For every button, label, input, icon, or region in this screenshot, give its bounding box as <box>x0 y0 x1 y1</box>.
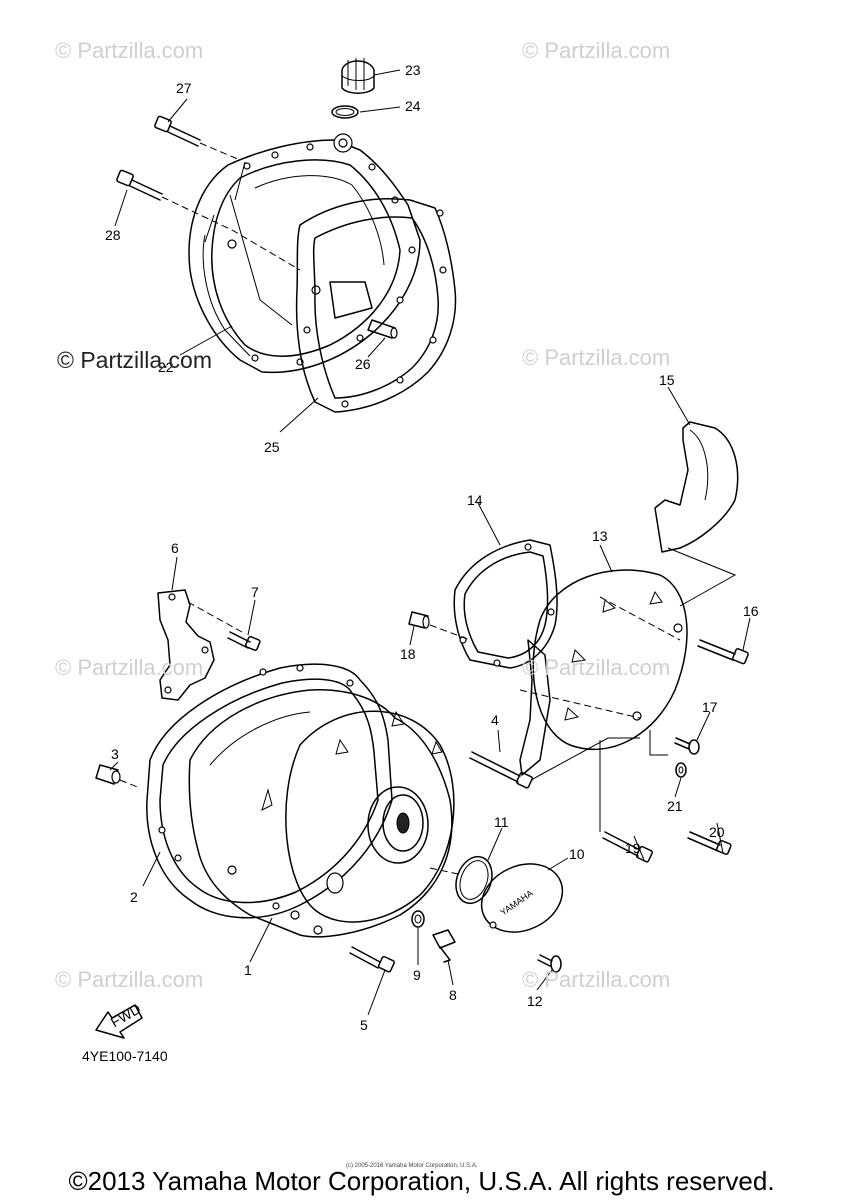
callout-16: 16 <box>743 603 759 619</box>
callout-1: 1 <box>244 962 252 978</box>
callout-18: 18 <box>400 646 416 662</box>
bolt-16 <box>697 639 749 665</box>
part-housing-22 <box>188 133 421 374</box>
callout-27: 27 <box>176 80 192 96</box>
callout-7: 7 <box>251 584 259 600</box>
washer-21 <box>675 762 687 778</box>
bolt-4 <box>469 737 640 789</box>
tiny-copyright: (c) 2005-2016 Yamaha Motor Corporation, … <box>346 1163 478 1169</box>
callout-5: 5 <box>360 1017 368 1033</box>
cover-13 <box>519 569 688 776</box>
callout-8: 8 <box>449 987 457 1003</box>
bolt-17 <box>649 730 700 756</box>
dowel-26 <box>367 319 398 339</box>
leader-lines <box>109 69 751 1016</box>
gasket-2 <box>146 663 393 919</box>
callout-4: 4 <box>491 712 499 728</box>
callout-21: 21 <box>667 798 683 814</box>
callout-13: 13 <box>592 528 608 544</box>
bolt-19 <box>599 740 653 863</box>
bolt-7 <box>227 631 261 651</box>
watermark: © Partzilla.com <box>522 345 671 370</box>
crankcase-cover-1 <box>188 689 455 938</box>
plug-23 <box>341 58 375 94</box>
diagram-code: 4YE100-7140 <box>82 1048 168 1064</box>
callout-25: 25 <box>264 439 280 455</box>
callout-23: 23 <box>405 62 421 78</box>
callout-19: 19 <box>625 840 641 856</box>
callout-9: 9 <box>413 967 421 983</box>
footer-copyright: ©2013 Yamaha Motor Corporation, U.S.A. A… <box>68 1166 775 1196</box>
callout-17: 17 <box>702 699 718 715</box>
guard-15 <box>654 421 739 607</box>
callout-15: 15 <box>659 372 675 388</box>
screw-12 <box>537 954 562 973</box>
oring-24 <box>331 105 359 119</box>
watermark-strong: © Partzilla.com <box>57 347 212 373</box>
callout-24: 24 <box>405 98 421 114</box>
oring-11 <box>429 855 493 905</box>
dowel-3 <box>95 764 141 789</box>
callout-14: 14 <box>467 492 483 508</box>
bolt-27 <box>154 115 241 161</box>
callout-6: 6 <box>171 540 179 556</box>
watermark: © Partzilla.com <box>522 655 671 680</box>
bracket-6 <box>157 589 243 701</box>
watermark: © Partzilla.com <box>55 967 204 992</box>
callout-11: 11 <box>494 814 509 830</box>
callout-26: 26 <box>355 356 371 372</box>
dowel-18 <box>408 611 471 641</box>
callout-28: 28 <box>105 227 121 243</box>
fwd-arrow: FWD <box>95 1000 144 1039</box>
washer-9 <box>411 910 425 928</box>
watermark: © Partzilla.com <box>522 967 671 992</box>
fwd-label: FWD <box>108 1000 144 1030</box>
watermark: © Partzilla.com <box>55 38 204 63</box>
part-gasket-25 <box>295 197 457 413</box>
plug-8 <box>432 929 456 963</box>
callout-labels: 1 2 3 4 5 6 7 8 9 10 11 12 13 14 15 16 1… <box>105 62 759 1033</box>
gasket-14 <box>453 539 558 669</box>
callout-3: 3 <box>111 746 119 762</box>
watermark: © Partzilla.com <box>522 38 671 63</box>
callout-20: 20 <box>709 824 725 840</box>
bolt-20 <box>687 831 732 855</box>
bolt-5 <box>349 946 395 973</box>
callout-2: 2 <box>130 889 138 905</box>
callout-10: 10 <box>569 846 585 862</box>
callout-22: 22 <box>158 359 174 375</box>
callout-12: 12 <box>527 993 543 1009</box>
bolt-28 <box>116 169 301 271</box>
cover-logo-text: YAMAHA <box>498 888 534 918</box>
watermark: © Partzilla.com <box>55 655 204 680</box>
